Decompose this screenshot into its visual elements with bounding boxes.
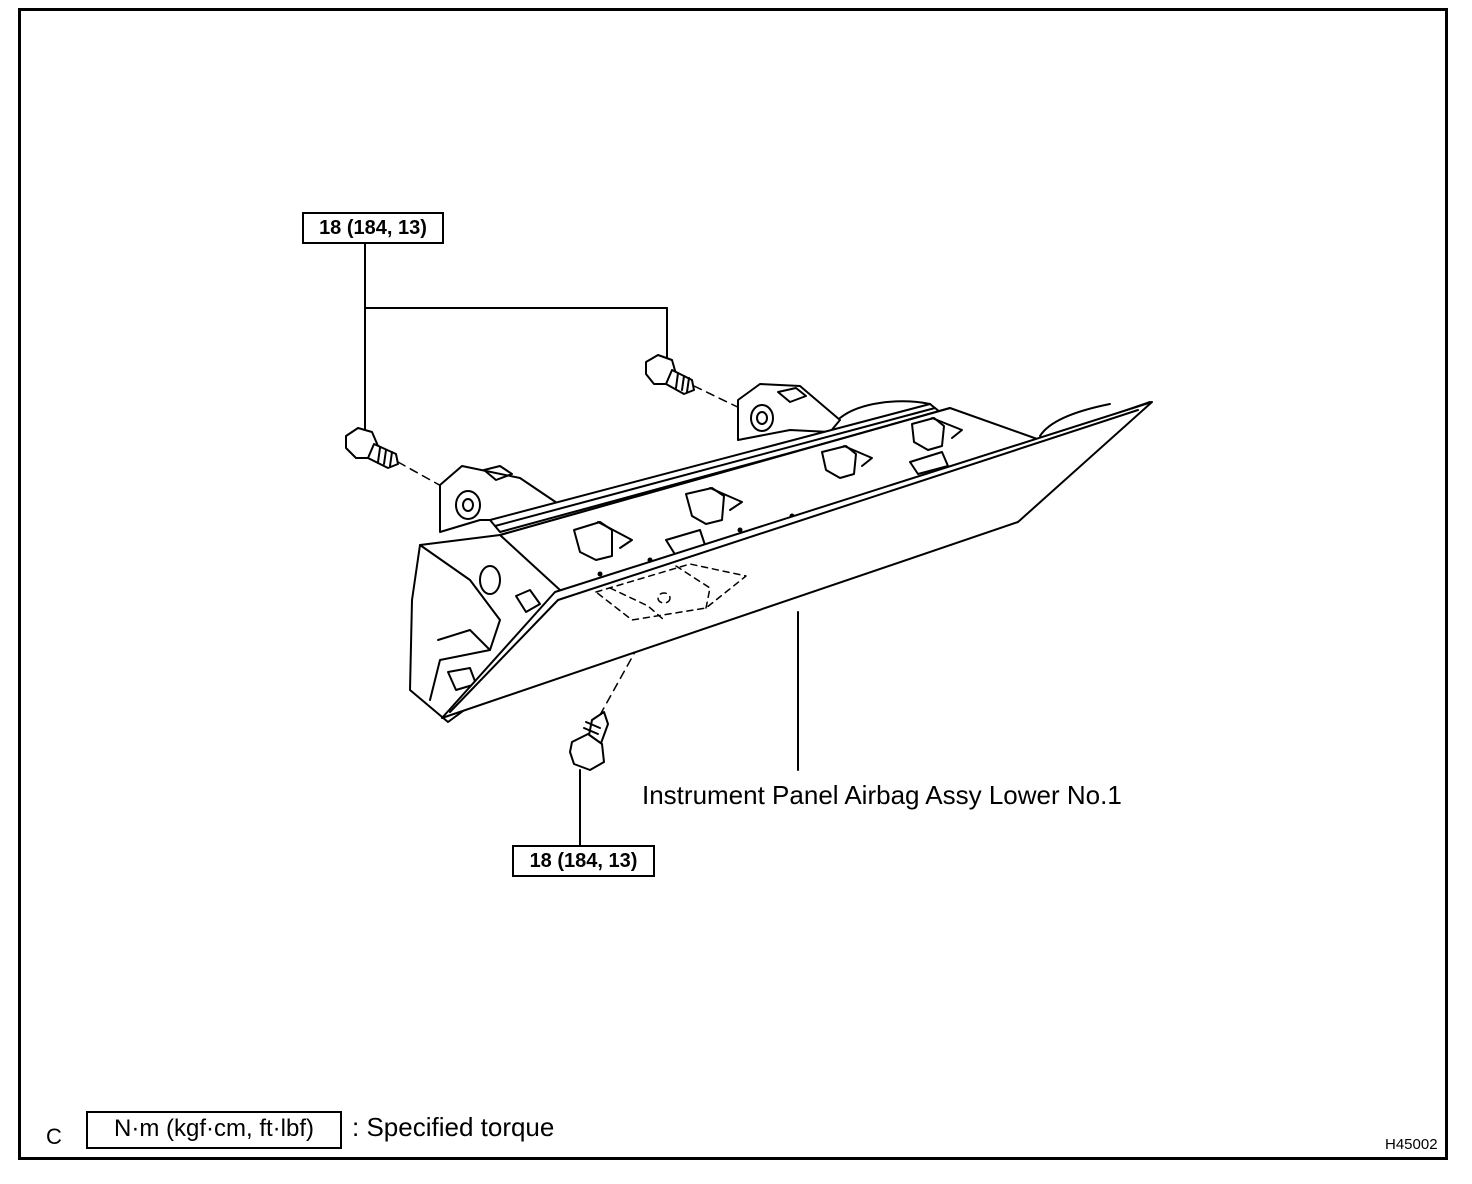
bracket-right (737, 383, 931, 441)
legend-unit-box: N·m (kgf·cm, ft·lbf) (86, 1111, 342, 1149)
figure-code: H45002 (1385, 1136, 1438, 1153)
torque-spec-top: 18 (184, 13) (302, 212, 444, 244)
bolt-left (345, 427, 399, 469)
leader-lines (364, 243, 799, 846)
housing-clips (573, 417, 963, 561)
part-name-label: Instrument Panel Airbag Assy Lower No.1 (642, 780, 1122, 810)
legend-description: : Specified torque (352, 1112, 555, 1142)
lower-panel-lid (441, 401, 1153, 719)
bolt-right (645, 354, 695, 395)
diagram-frame (18, 8, 1448, 1160)
hidden-mount-outline (595, 563, 747, 621)
legend-letter: C (46, 1124, 62, 1149)
bolt-bottom (569, 711, 609, 771)
torque-spec-bottom: 18 (184, 13) (512, 845, 655, 877)
